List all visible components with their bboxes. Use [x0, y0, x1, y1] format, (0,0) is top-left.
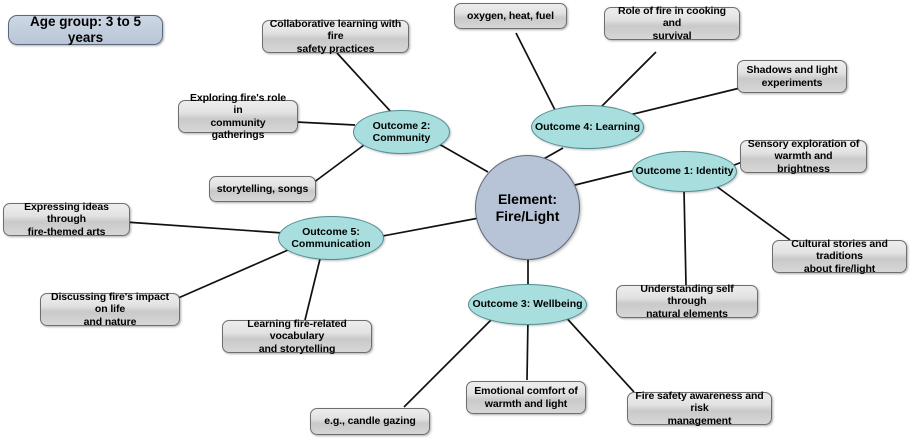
edge-outcome2-storytelling — [312, 144, 365, 184]
leaf-emotional-comfort-line1: Emotional comfort of — [474, 385, 578, 398]
leaf-storytelling-songs[interactable]: storytelling, songs — [209, 176, 316, 202]
leaf-cultural-stories[interactable]: Cultural stories and traditions about fi… — [772, 237, 907, 275]
leaf-shadows-light-experiments[interactable]: Shadows and light experiments — [737, 60, 847, 93]
leaf-role-of-fire-cooking-line1: Role of fire in cooking and — [618, 4, 726, 30]
leaf-collaborative-learning[interactable]: Collaborative learning with fire safety … — [262, 17, 409, 55]
outcome-community-line2: Community — [372, 132, 431, 144]
edge-outcome3-emotional — [526, 317, 529, 381]
leaf-discussing-fires-impact-line1: Discussing fire's impact on life — [51, 290, 169, 316]
leaf-storytelling-songs-line1: storytelling, songs — [216, 182, 309, 195]
leaf-discussing-fires-impact[interactable]: Discussing fire's impact on life and nat… — [40, 290, 180, 328]
center-node-element-fire-light[interactable]: Element: Fire/Light — [475, 155, 580, 260]
leaf-learning-vocabulary-line1: Learning fire-related vocabulary — [247, 317, 347, 343]
leaf-sensory-exploration[interactable]: Sensory exploration of warmth and bright… — [740, 137, 867, 175]
leaf-emotional-comfort[interactable]: Emotional comfort of warmth and light — [466, 381, 586, 414]
edge-outcome1-understanding — [683, 189, 687, 286]
leaf-learning-vocabulary[interactable]: Learning fire-related vocabulary and sto… — [222, 317, 372, 355]
leaf-exploring-fires-role-line1: Exploring fire's role in — [189, 91, 287, 117]
outcome-wellbeing-label: Outcome 3: Wellbeing — [472, 298, 583, 311]
outcome-learning-label: Outcome 4: Learning — [534, 120, 640, 133]
edge-outcome2-exploring — [295, 121, 356, 126]
leaf-exploring-fires-role[interactable]: Exploring fire's role in community gathe… — [178, 92, 298, 141]
edge-outcome4-rolefire — [594, 51, 657, 114]
age-group-badge: Age group: 3 to 5 years — [8, 14, 163, 45]
leaf-cultural-stories-line1: Cultural stories and traditions — [791, 237, 888, 263]
edge-outcome4-oxygen — [515, 32, 556, 111]
leaf-candle-gazing[interactable]: e.g., candle gazing — [310, 408, 430, 435]
center-node-line2: Fire/Light — [495, 207, 560, 224]
leaf-fire-safety-awareness-line1: Fire safety awareness and risk — [635, 389, 764, 415]
outcome-node-wellbeing[interactable]: Outcome 3: Wellbeing — [468, 284, 587, 325]
outcome-node-community[interactable]: Outcome 2: Community — [353, 110, 450, 154]
edge-center-outcome1 — [574, 169, 637, 186]
leaf-shadows-light-experiments-line1: Shadows and light — [746, 64, 838, 77]
outcome-communication-line1: Outcome 5: — [302, 225, 360, 238]
leaf-expressing-ideas[interactable]: Expressing ideas through fire-themed art… — [3, 200, 130, 238]
leaf-shadows-light-experiments-line2: experiments — [761, 76, 823, 89]
edge-center-outcome5 — [371, 217, 480, 239]
edge-outcome2-collaborative — [336, 52, 393, 114]
edge-outcome5-expressing — [124, 221, 284, 234]
leaf-oxygen-heat-fuel-line1: oxygen, heat, fuel — [467, 9, 554, 22]
leaf-sensory-exploration-line2: warmth and brightness — [774, 150, 833, 175]
leaf-understanding-self-line1: Understanding self through — [640, 282, 734, 308]
leaf-exploring-fires-role-line2: community gatherings — [210, 116, 266, 141]
leaf-expressing-ideas-line2: fire-themed arts — [27, 225, 106, 238]
age-group-label: Age group: 3 to 5 years — [30, 14, 141, 45]
leaf-role-of-fire-cooking[interactable]: Role of fire in cooking and survival — [604, 4, 740, 42]
leaf-understanding-self-line2: natural elements — [646, 307, 728, 320]
leaf-collaborative-learning-line2: safety practices — [296, 42, 375, 55]
edge-outcome5-vocabulary — [304, 258, 321, 321]
leaf-learning-vocabulary-line2: and storytelling — [258, 342, 336, 355]
outcome-node-learning[interactable]: Outcome 4: Learning — [531, 105, 644, 149]
leaf-candle-gazing-line1: e.g., candle gazing — [324, 415, 416, 428]
outcome-identity-label: Outcome 1: Identity — [635, 165, 734, 178]
edge-outcome1-cultural — [715, 185, 791, 241]
center-node-line1: Element: — [497, 190, 558, 207]
leaf-understanding-self[interactable]: Understanding self through natural eleme… — [616, 282, 758, 320]
outcome-node-communication[interactable]: Outcome 5: Communication — [278, 216, 384, 260]
leaf-collaborative-learning-line1: Collaborative learning with fire — [269, 17, 402, 43]
outcome-communication-line2: Communication — [291, 238, 371, 250]
outcome-community-line1: Outcome 2: — [372, 119, 431, 132]
outcome-node-identity[interactable]: Outcome 1: Identity — [632, 151, 737, 192]
leaf-oxygen-heat-fuel[interactable]: oxygen, heat, fuel — [454, 3, 567, 29]
edge-outcome5-discussing — [175, 249, 289, 300]
leaf-emotional-comfort-line2: warmth and light — [484, 397, 568, 410]
leaf-discussing-fires-impact-line2: and nature — [83, 315, 137, 328]
leaf-fire-safety-awareness-line2: management — [667, 414, 732, 427]
leaf-cultural-stories-line2: about fire/light — [803, 262, 876, 275]
leaf-fire-safety-awareness[interactable]: Fire safety awareness and risk managemen… — [627, 389, 772, 427]
leaf-sensory-exploration-line1: Sensory exploration of — [747, 137, 860, 150]
leaf-expressing-ideas-line1: Expressing ideas through — [24, 200, 109, 226]
leaf-role-of-fire-cooking-line2: survival — [652, 29, 692, 42]
